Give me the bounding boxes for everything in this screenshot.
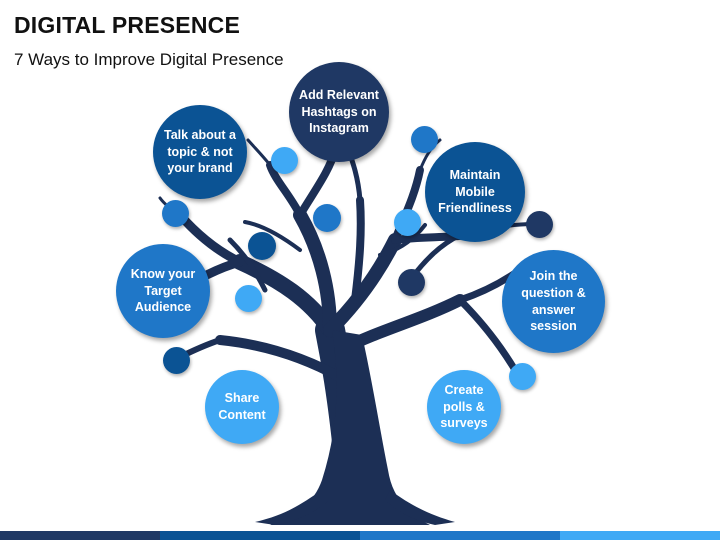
decorative-dot <box>271 147 298 174</box>
decorative-dot <box>394 209 421 236</box>
decorative-dot <box>248 232 276 260</box>
bubble-create-polls: Create polls & surveys <box>427 370 501 444</box>
page-subtitle: 7 Ways to Improve Digital Presence <box>14 50 284 69</box>
decorative-dot <box>235 285 262 312</box>
footer-bar <box>0 531 720 540</box>
decorative-dot <box>162 200 189 227</box>
bubble-join-qa: Join the question & answer session <box>502 250 605 353</box>
bubble-share-content: Share Content <box>205 370 279 444</box>
decorative-dot <box>526 211 553 238</box>
bubble-talk-about-topic: Talk about a topic & not your brand <box>153 105 247 199</box>
page-title: DIGITAL PRESENCE <box>14 12 240 38</box>
decorative-dot <box>509 363 536 390</box>
decorative-dot <box>398 269 425 296</box>
bubble-know-audience: Know your Target Audience <box>116 244 210 338</box>
decorative-dot <box>163 347 190 374</box>
decorative-dot <box>411 126 438 153</box>
decorative-dot <box>313 204 341 232</box>
bubble-add-hashtags: Add Relevant Hashtags on Instagram <box>289 62 389 162</box>
bubble-maintain-mobile: Maintain Mobile Friendliness <box>425 142 525 242</box>
